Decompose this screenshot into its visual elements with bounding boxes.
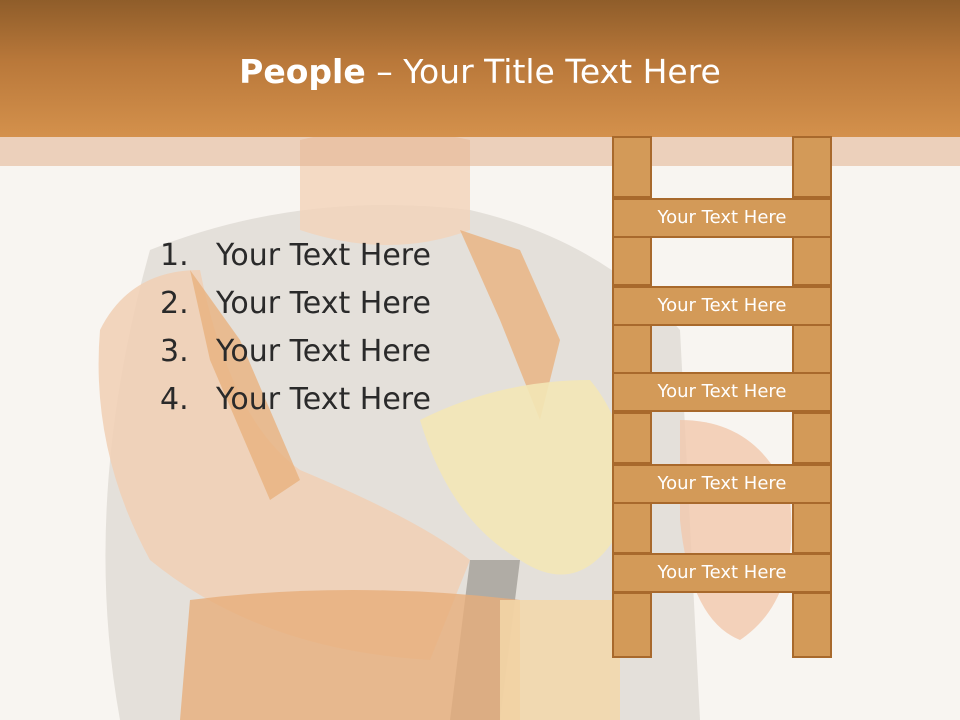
ladder-rung-label: Your Text Here: [612, 553, 832, 593]
title-bar: [0, 0, 960, 137]
ladder-left-rail: [612, 324, 652, 374]
ladder-left-rail: [612, 592, 652, 658]
ladder-left-rail: [612, 502, 652, 554]
list-text: Your Text Here: [216, 382, 431, 417]
ladder-right-rail: [792, 324, 832, 374]
list-text: Your Text Here: [216, 286, 431, 321]
ladder-rung-label: Your Text Here: [612, 372, 832, 412]
list-item: 3. Your Text Here: [160, 328, 431, 376]
ladder-rung-label: Your Text Here: [612, 286, 832, 326]
title-rest: – Your Title Text Here: [365, 52, 721, 91]
ladder-rung-label: Your Text Here: [612, 464, 832, 504]
numbered-list: 1. Your Text Here 2. Your Text Here 3. Your…: [160, 232, 431, 424]
ladder-right-rail: [792, 502, 832, 554]
list-text: Your Text Here: [216, 334, 431, 369]
list-number: 1.: [160, 238, 189, 273]
ladder-right-rail: [792, 236, 832, 286]
ladder-right-rail: [792, 136, 832, 198]
ladder-right-rail: [792, 592, 832, 658]
list-number: 3.: [160, 334, 189, 369]
list-item: 4. Your Text Here: [160, 376, 431, 424]
list-item: 1. Your Text Here: [160, 232, 431, 280]
title-bold: People: [239, 52, 366, 91]
list-text: Your Text Here: [216, 238, 431, 273]
list-item: 2. Your Text Here: [160, 280, 431, 328]
ladder-left-rail: [612, 236, 652, 286]
ladder-left-rail: [612, 136, 652, 198]
list-number: 4.: [160, 382, 189, 417]
ladder-left-rail: [612, 412, 652, 464]
slide-title: People – Your Title Text Here: [0, 52, 960, 91]
ladder-right-rail: [792, 412, 832, 464]
ladder-rung-label: Your Text Here: [612, 198, 832, 238]
list-number: 2.: [160, 286, 189, 321]
